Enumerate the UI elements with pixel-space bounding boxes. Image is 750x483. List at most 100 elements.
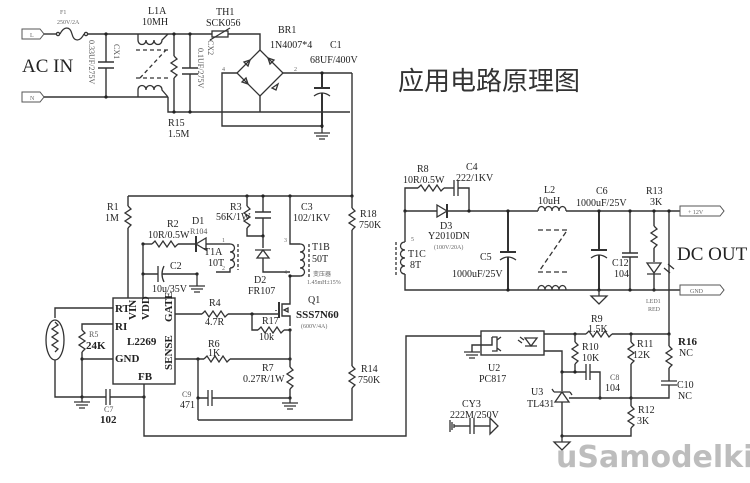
resistor-r5: R5 24K — [74, 323, 113, 409]
fuse-f1: F1 250V/2A — [44, 10, 89, 41]
svg-text:1.5M: 1.5M — [168, 129, 190, 140]
svg-text:GATE: GATE — [163, 292, 175, 322]
svg-text:R18: R18 — [360, 209, 377, 220]
svg-text:FB: FB — [138, 371, 153, 383]
diagram-title: 应用电路原理图 — [398, 67, 580, 97]
svg-text:R7: R7 — [262, 363, 274, 374]
svg-text:NC: NC — [678, 391, 692, 402]
capacitor-c5: C5 1000uF/25V — [452, 209, 517, 292]
svg-text:R2: R2 — [167, 219, 179, 230]
svg-text:R104: R104 — [190, 227, 207, 236]
svg-text:104: 104 — [605, 383, 620, 394]
svg-text:CX2: CX2 — [206, 40, 215, 55]
svg-text:变压器: 变压器 — [313, 270, 331, 278]
resistor-r7: R7 0.27R/1W — [243, 330, 298, 410]
dc-out-label: DC OUT — [677, 244, 748, 265]
svg-text:R4: R4 — [209, 298, 221, 309]
svg-text:250V/2A: 250V/2A — [57, 20, 80, 26]
resistor-r3: R3 56K/1W — [216, 196, 263, 237]
mosfet-q1: Q1 SSS7N60 (600V/4A) — [275, 295, 339, 330]
svg-text:R11: R11 — [637, 339, 653, 350]
svg-text:D1: D1 — [192, 216, 204, 227]
svg-text:10uH: 10uH — [538, 196, 560, 207]
svg-text:4.7R: 4.7R — [205, 317, 225, 328]
svg-text:SENSE: SENSE — [163, 335, 175, 370]
svg-text:1: 1 — [222, 238, 225, 244]
resistor-r2: R2 10R/0.5W — [141, 219, 195, 249]
capacitor-c1: C1 68UF/400V — [310, 40, 359, 140]
c3-ref: C3 — [301, 202, 313, 213]
svg-text:L: L — [30, 33, 34, 39]
neutral-terminal: N — [21, 91, 45, 103]
svg-text:750K: 750K — [358, 375, 381, 386]
svg-text:68UF/400V: 68UF/400V — [310, 55, 359, 66]
svg-text:0.33UF/275V: 0.33UF/275V — [87, 40, 96, 84]
svg-text:10K: 10K — [582, 353, 600, 364]
svg-text:C4: C4 — [466, 162, 478, 173]
capacitor-c6: C6 1000uF/25V — [576, 186, 627, 305]
resistor-r4: R4 4.7R — [175, 298, 278, 328]
svg-text:C6: C6 — [596, 186, 608, 197]
svg-text:4: 4 — [284, 270, 287, 276]
thermistor-th1: TH1 SCK056 — [206, 7, 240, 41]
svg-text:1K: 1K — [208, 348, 221, 359]
diode-d2: D2 FR107 — [248, 236, 290, 297]
svg-text:D3: D3 — [440, 221, 452, 232]
resistor-r13: R13 3K — [646, 186, 663, 262]
line-terminal: L — [21, 28, 45, 40]
svg-text:CY3: CY3 — [462, 399, 481, 410]
svg-text:1.45mH±15%: 1.45mH±15% — [307, 280, 341, 286]
svg-text:PC817: PC817 — [479, 374, 506, 385]
svg-text:SSS7N60: SSS7N60 — [296, 309, 339, 321]
svg-text:R9: R9 — [591, 314, 603, 325]
svg-text:C8: C8 — [610, 373, 619, 382]
svg-text:2: 2 — [222, 266, 225, 272]
svg-text:10MH: 10MH — [142, 17, 168, 28]
svg-text:VIN: VIN — [127, 300, 139, 320]
svg-text:C5: C5 — [480, 252, 492, 263]
svg-text:(100V/20A): (100V/20A) — [434, 244, 463, 251]
svg-text:T1C: T1C — [408, 249, 426, 260]
resistor-r12: R12 3K — [562, 398, 655, 437]
svg-text:NC: NC — [679, 348, 693, 359]
inductor-l2: L2 10uH — [537, 185, 680, 291]
svg-text:1M: 1M — [105, 213, 119, 224]
svg-text:3K: 3K — [637, 416, 650, 427]
svg-text:471: 471 — [180, 400, 195, 411]
svg-text:102: 102 — [100, 414, 117, 426]
secondary-section: R8 10R/0.5W C4 222/1KV D3 Y2010DN (100V/… — [395, 162, 748, 334]
svg-text:R3: R3 — [230, 202, 242, 213]
svg-text:24K: 24K — [86, 340, 106, 352]
resistor-r6: R6 1K — [175, 339, 292, 364]
capacitor-c2: C2 10u/35V — [141, 244, 205, 300]
svg-text:RED: RED — [648, 307, 661, 313]
svg-text:5: 5 — [411, 237, 414, 243]
ntc-thermistor — [45, 307, 113, 398]
svg-text:C2: C2 — [170, 261, 182, 272]
output-terminal-12v: + 12V — [679, 205, 725, 217]
svg-text:10R/0.5W: 10R/0.5W — [148, 230, 190, 241]
led-led1: LED1 RED — [645, 262, 675, 313]
svg-text:RI: RI — [115, 321, 127, 333]
svg-text:C7: C7 — [104, 405, 113, 414]
c3-value: 102/1KV — [293, 213, 331, 224]
svg-text:0.1UF/275V: 0.1UF/275V — [196, 48, 205, 88]
svg-text:+ 12V: + 12V — [688, 210, 704, 216]
svg-text:RT: RT — [115, 303, 131, 315]
svg-text:R16: R16 — [678, 336, 697, 348]
svg-text:12K: 12K — [633, 350, 651, 361]
svg-text:R12: R12 — [638, 405, 655, 416]
svg-text:1N4007*4: 1N4007*4 — [270, 40, 312, 51]
svg-text:3K: 3K — [650, 197, 663, 208]
svg-text:L2269: L2269 — [127, 336, 157, 348]
svg-text:TH1: TH1 — [216, 7, 234, 18]
watermark: uSamodelkina.ru — [556, 440, 750, 475]
resistor-r16: R16 NC — [664, 334, 697, 381]
svg-text:1000uF/25V: 1000uF/25V — [576, 198, 627, 209]
capacitor-c12: C12 104 — [612, 209, 638, 292]
svg-text:222M/250V: 222M/250V — [450, 410, 500, 421]
svg-text:R14: R14 — [361, 364, 378, 375]
transformer-winding-t1a: T1A 10T 1 2 — [204, 238, 239, 273]
svg-text:2: 2 — [294, 67, 297, 73]
capacitor-c10: C10 NC — [631, 380, 694, 402]
